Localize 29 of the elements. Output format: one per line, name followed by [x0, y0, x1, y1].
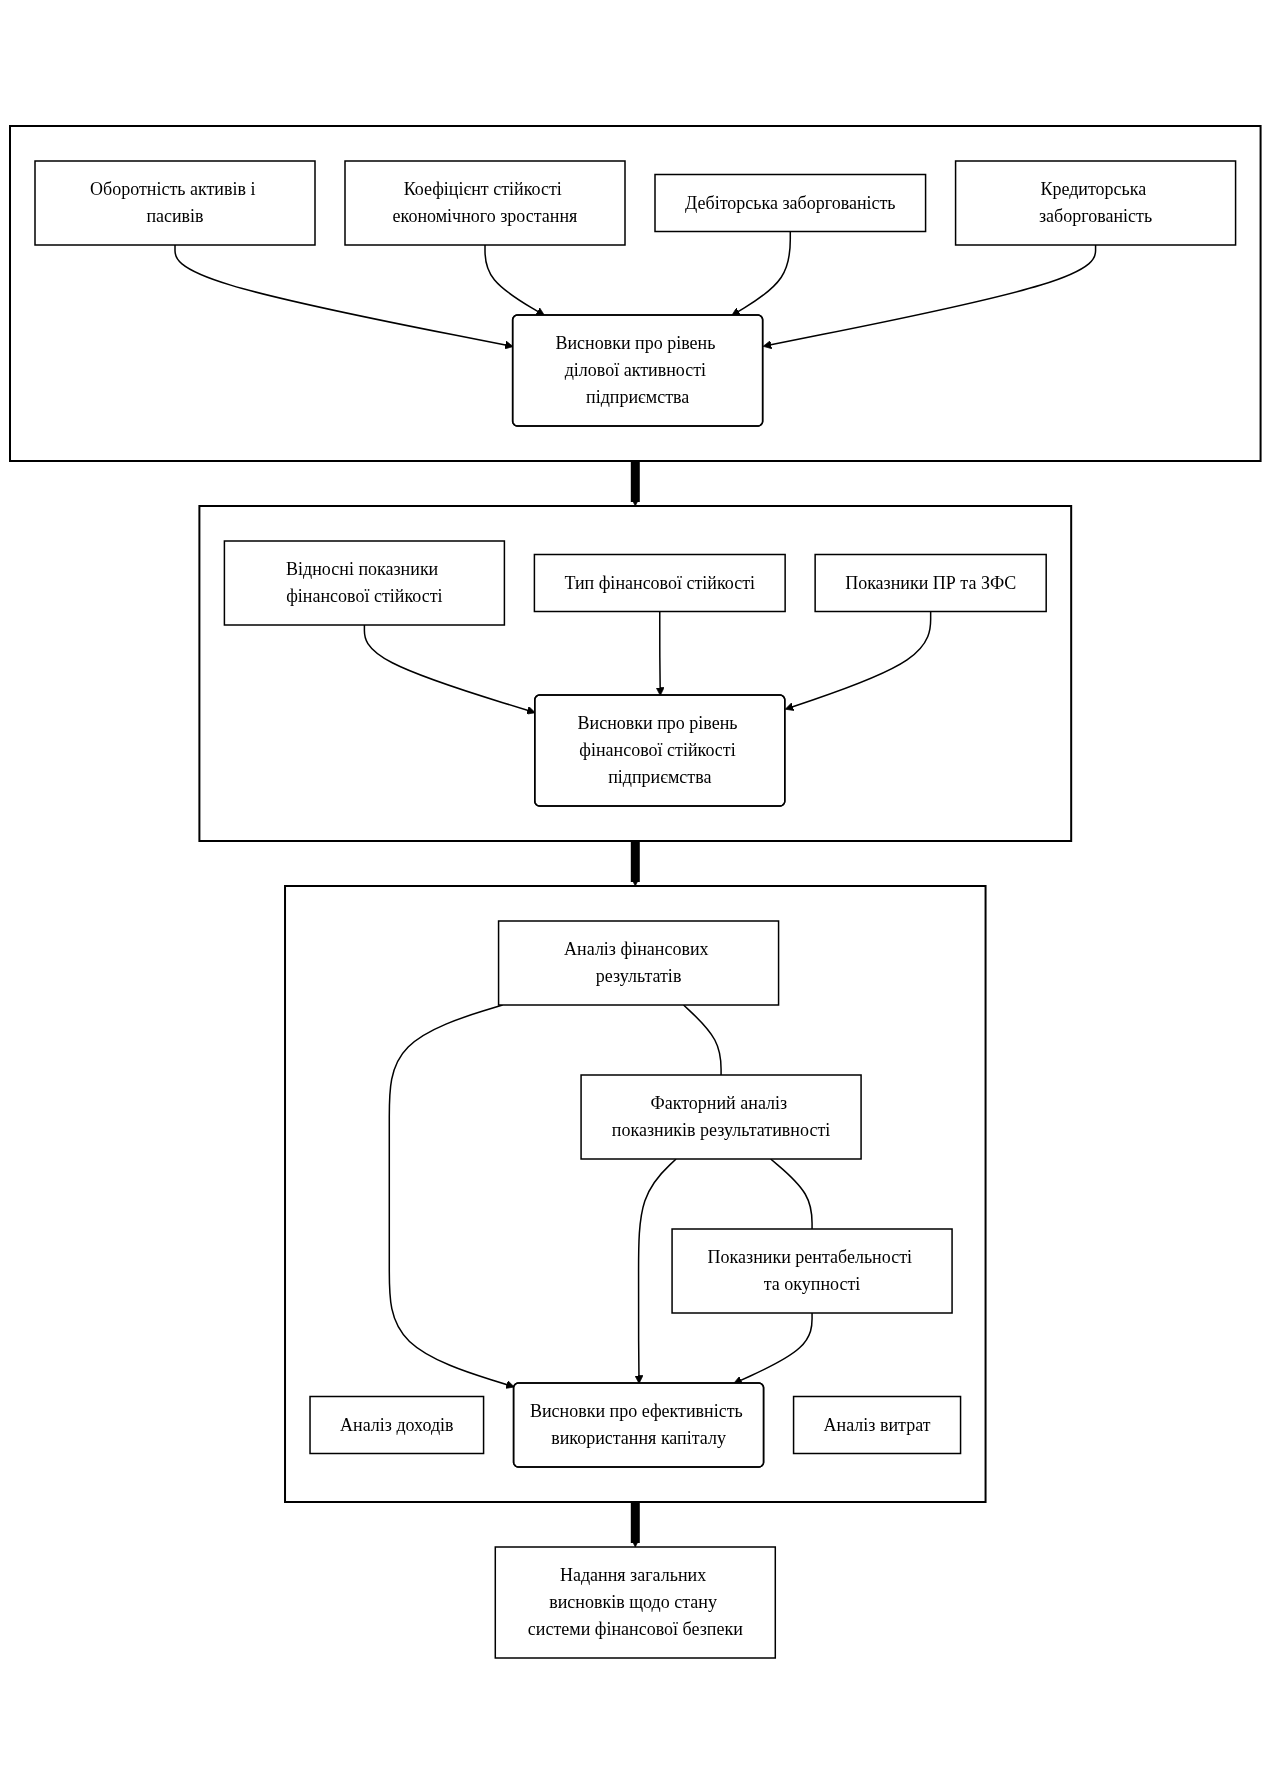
arrow [784, 610, 932, 711]
arrow [731, 230, 791, 316]
node-box: Аналіз доходів [309, 1395, 484, 1455]
arrow [630, 840, 640, 887]
arrow [634, 1158, 677, 1384]
arrow [483, 244, 545, 316]
node-box: Відносні показники фінансової стійкості [223, 540, 505, 626]
arrow [630, 460, 640, 507]
node-box: Кредиторська заборгованість [954, 160, 1237, 246]
node-box: Факторний аналіз показників результативності [580, 1074, 862, 1160]
connector [769, 1158, 813, 1230]
node-box: Аналіз витрат [792, 1395, 961, 1455]
arrow [388, 1004, 515, 1389]
arrow [762, 244, 1097, 350]
cluster [198, 505, 1072, 842]
node-box: Тип фінансової стійкості [533, 553, 786, 613]
cluster [283, 885, 987, 1503]
arrow [630, 1501, 640, 1548]
node-box: Надання загальних висновків щодо стану системи фінансової безпеки [494, 1546, 776, 1659]
node-box: Дебіторська заборгованість [653, 173, 927, 233]
cluster [8, 125, 1262, 462]
node-box: Коефіцієнт стійкості економічного зростання [343, 160, 626, 246]
node-box: Оборотність активів і пасивів [33, 160, 316, 246]
node-box: Аналіз фінансових результатів [497, 920, 779, 1006]
node-box: Показники рентабельності та окупності [671, 1228, 953, 1314]
node-box: Показники ПР та ЗФС [814, 553, 1047, 613]
connector [682, 1004, 722, 1076]
arrow [733, 1312, 813, 1385]
arrow [655, 610, 665, 696]
